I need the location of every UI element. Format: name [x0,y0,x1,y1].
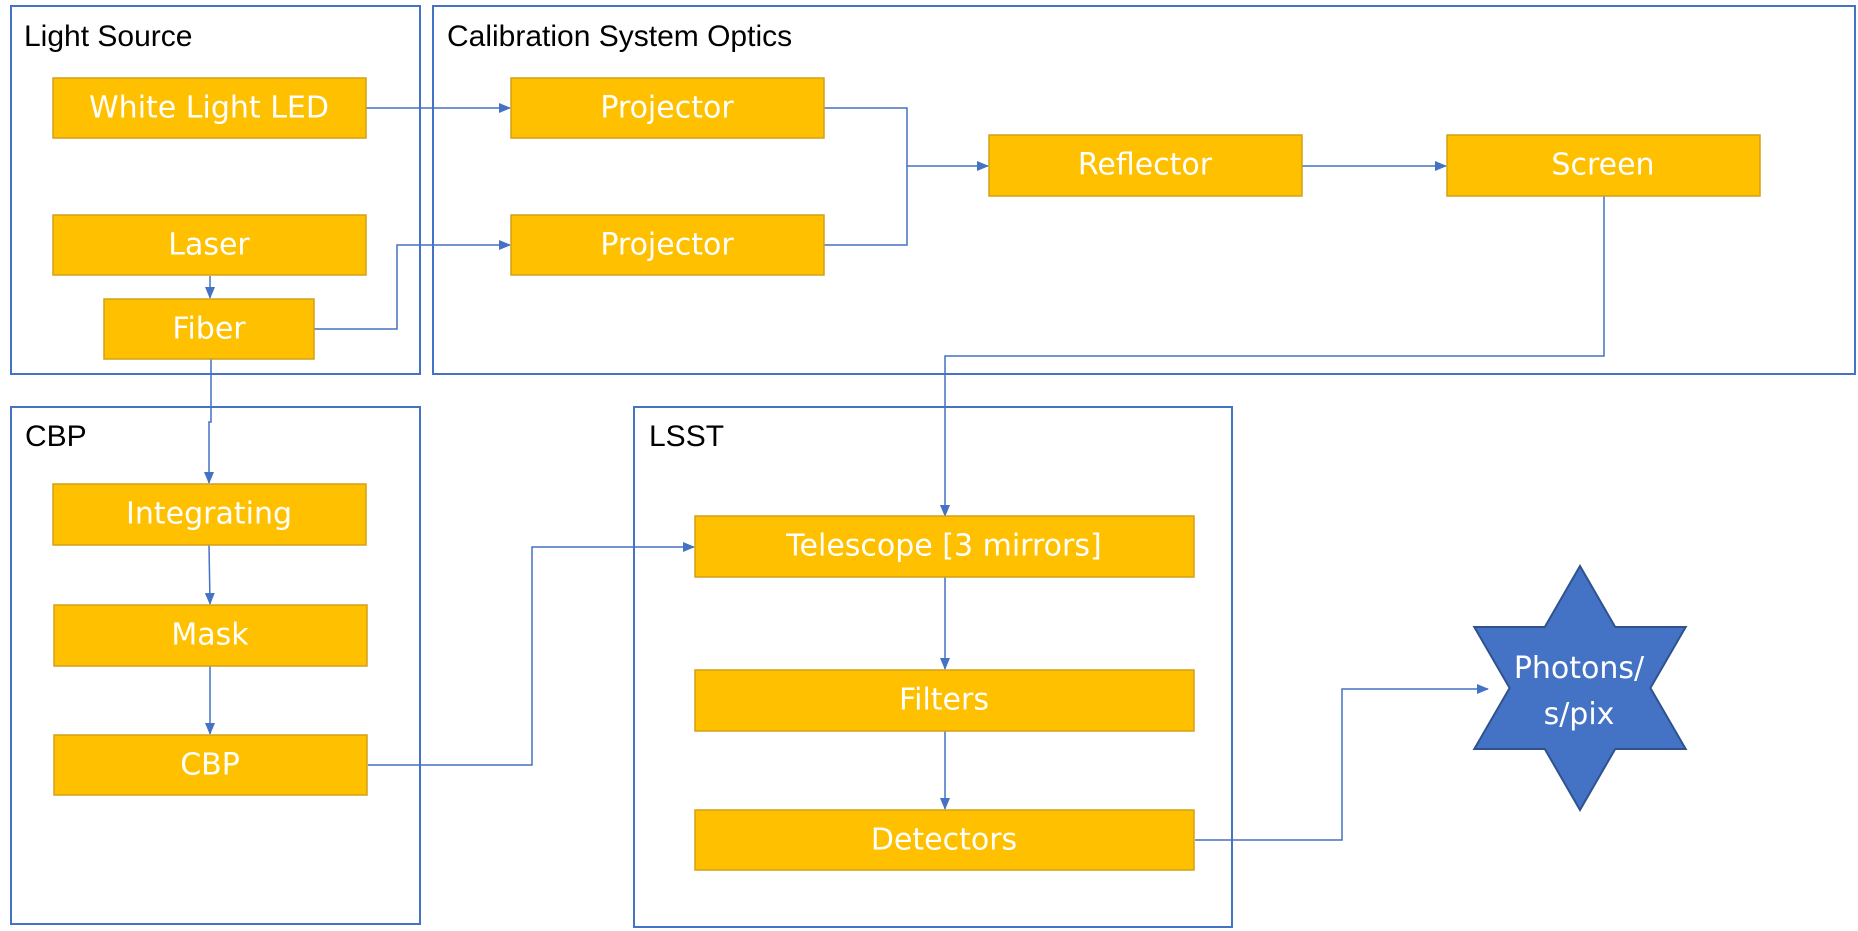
node-detectors-box [694,809,1195,871]
group-calibration-optics-border [432,5,1856,375]
node-projector-1[interactable]: Projector [510,77,825,139]
output-label-line1: Photons/ [1514,651,1645,686]
node-projector-2-box [510,214,825,276]
node-screen[interactable]: Screen [1446,134,1761,197]
node-detectors[interactable]: Detectors [694,809,1195,871]
node-integrating-box [52,483,367,546]
node-integrating[interactable]: Integrating [52,483,367,546]
group-cbp: CBP [10,406,421,925]
group-calibration-optics: Calibration System Optics [432,5,1856,375]
node-mask[interactable]: Mask [53,604,368,667]
node-filters-box [694,669,1195,732]
edge-fiber-to-integrating [204,359,214,484]
node-cbp-box [53,734,368,796]
edge-screen-to-telescope [940,196,1605,517]
group-light-source-title: Light Source [24,20,192,53]
group-cbp-border [10,406,421,925]
node-projector-1-box [510,77,825,139]
group-lsst-title: LSST [649,420,724,453]
node-white-light-led-box [52,77,367,139]
group-lsst: LSST [633,406,1233,928]
node-fiber[interactable]: Fiber [103,298,315,360]
node-mask-box [53,604,368,667]
group-light-source-border [10,5,421,375]
node-laser-box [52,214,367,276]
edge-detectors-to-output [1195,684,1489,841]
node-screen-box [1446,134,1761,197]
node-projector-2-label: Projector [600,228,734,263]
output-label-line2: s/pix [1544,697,1615,732]
node-filters[interactable]: Filters [694,669,1195,732]
node-reflector-label: Reflector [1078,148,1213,183]
group-lsst-border [633,406,1233,928]
node-screen-label: Screen [1551,148,1654,183]
node-mask-label: Mask [171,618,249,653]
edge-projector-1-to-reflector [824,107,989,171]
node-reflector[interactable]: Reflector [988,134,1303,197]
six-point-star-icon [1472,563,1688,813]
group-light-source: Light Source [10,5,421,375]
node-fiber-label: Fiber [172,312,246,347]
node-telescope-box [694,515,1195,578]
node-telescope[interactable]: Telescope [3 mirrors] [694,515,1195,578]
group-cbp-title: CBP [25,420,87,453]
group-calibration-optics-title: Calibration System Optics [447,20,792,53]
node-white-light-led-label: White Light LED [89,91,329,126]
edge-projector-2-to-reflector [824,166,908,246]
node-filters-label: Filters [899,683,989,718]
edge-fiber-to-projector-2 [314,240,511,330]
node-integrating-label: Integrating [126,497,292,532]
edge-integrating-to-mask [204,544,215,605]
output-photons[interactable]: Photons/ s/pix [1472,563,1688,813]
node-projector-2[interactable]: Projector [510,214,825,276]
edge-cbp-to-telescope [368,542,695,766]
node-reflector-box [988,134,1303,197]
connectors [204,103,1605,841]
node-telescope-label: Telescope [3 mirrors] [785,529,1101,564]
node-detectors-label: Detectors [871,823,1017,858]
node-cbp[interactable]: CBP [53,734,368,796]
node-laser-label: Laser [168,228,250,263]
node-cbp-label: CBP [180,748,240,783]
node-white-light-led[interactable]: White Light LED [52,77,367,139]
node-fiber-box [103,298,315,360]
node-projector-1-label: Projector [600,91,734,126]
node-laser[interactable]: Laser [52,214,367,276]
